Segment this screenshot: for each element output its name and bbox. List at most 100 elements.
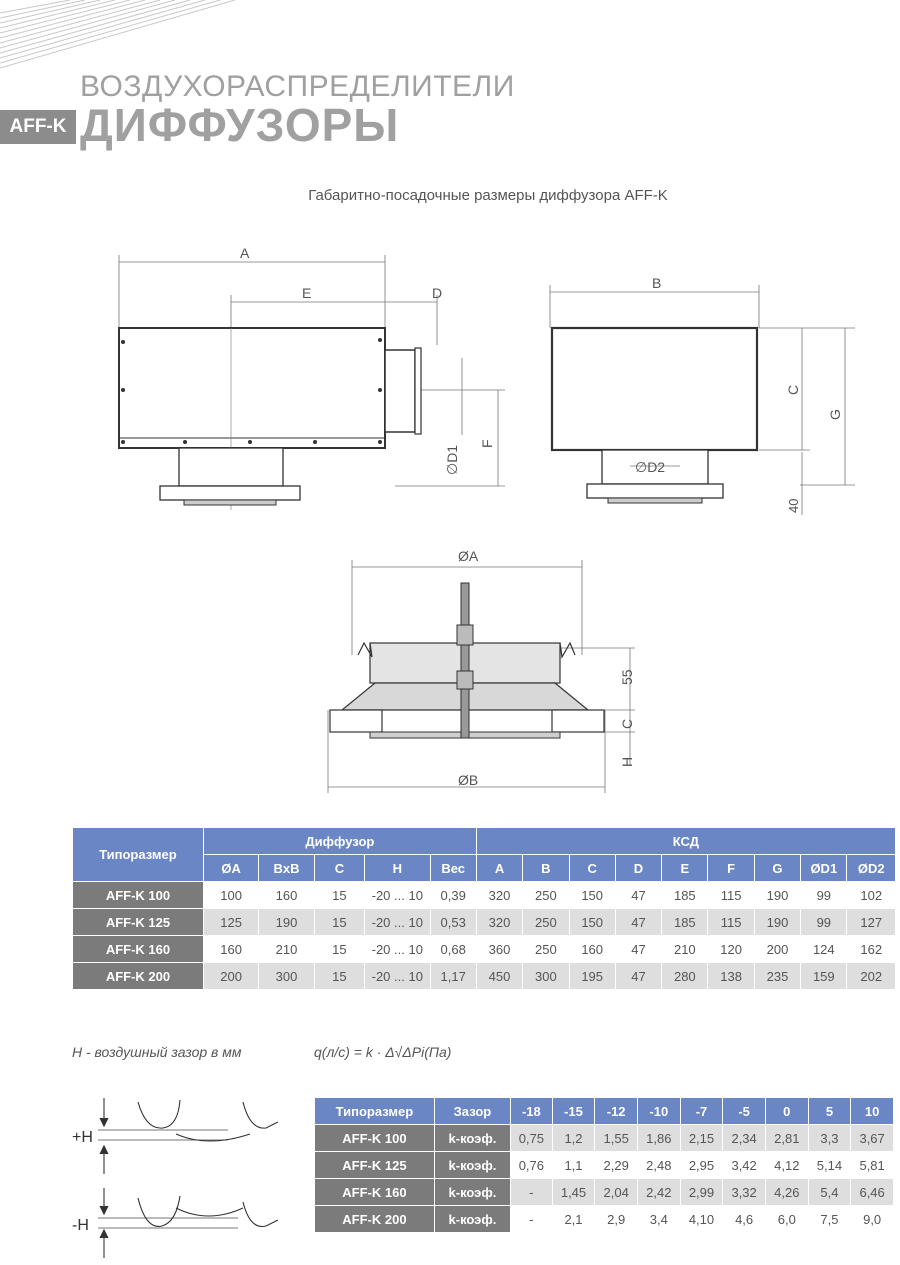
row-label: AFF-K 125: [72, 908, 204, 936]
col-header: -7: [679, 1097, 724, 1125]
dim-label-h: H: [619, 757, 635, 767]
table-cell: 360: [475, 935, 524, 963]
table-cell: 125: [202, 908, 260, 936]
table-cell: 9,0: [850, 1205, 894, 1233]
table-cell: -20 ... 10: [364, 881, 431, 909]
front-view-drawing: B C G ∅D2 40: [549, 275, 855, 515]
row-coef-label: k-коэф.: [433, 1205, 512, 1233]
col-header: F: [707, 854, 755, 882]
table-cell: 4,10: [679, 1205, 724, 1233]
header-gap: Зазор: [433, 1097, 512, 1125]
col-header: -18: [510, 1097, 553, 1125]
table-cell: 0,39: [429, 881, 477, 909]
col-header: ØA: [202, 854, 260, 882]
row-label: AFF-K 200: [314, 1205, 435, 1233]
table-cell: 1,55: [594, 1124, 638, 1152]
table-cell: 300: [258, 962, 315, 990]
table-cell: 159: [800, 962, 848, 990]
document-title: Габаритно-посадочные размеры диффузора A…: [308, 187, 668, 204]
dim-label-d: D: [432, 285, 442, 301]
col-header: 0: [764, 1097, 809, 1125]
subcategory-title: ДИФФУЗОРЫ: [80, 99, 400, 151]
row-label: AFF-K 125: [314, 1151, 435, 1179]
dim-label-f: F: [479, 439, 495, 448]
dim-label-e: E: [302, 285, 311, 301]
table-cell: 2,15: [679, 1124, 724, 1152]
table-cell: 280: [661, 962, 709, 990]
table-cell: 100: [202, 881, 260, 909]
dim-label-oa: ØA: [458, 548, 479, 564]
table-cell: 160: [258, 881, 315, 909]
dim-label-a: A: [240, 245, 250, 261]
col-header: G: [753, 854, 802, 882]
table-cell: 2,99: [679, 1178, 724, 1206]
table-cell: 99: [800, 908, 848, 936]
table-cell: 162: [846, 935, 896, 963]
table-cell: -: [510, 1205, 553, 1233]
row-coef-label: k-коэф.: [433, 1124, 512, 1152]
col-header: E: [661, 854, 709, 882]
diffuser-drawing: ØA ØB 55 C H: [327, 548, 635, 793]
col-header: -10: [636, 1097, 681, 1125]
gap-note: H - воздушный зазор в мм: [72, 1044, 242, 1060]
header-group-ksd: КСД: [475, 827, 897, 855]
table-cell: 235: [753, 962, 802, 990]
table-cell: 190: [258, 908, 315, 936]
table-cell: 185: [661, 881, 709, 909]
table-cell: 3,32: [722, 1178, 766, 1206]
gap-illustration: +H -H: [72, 1098, 279, 1258]
row-label: AFF-K 160: [314, 1178, 435, 1206]
table-cell: 4,12: [764, 1151, 809, 1179]
table-cell: 47: [614, 962, 663, 990]
col-header: 5: [807, 1097, 852, 1125]
row-label: AFF-K 100: [314, 1124, 435, 1152]
dim-label-c: C: [785, 385, 801, 395]
category-title: ВОЗДУХОРАСПРЕДЕЛИТЕЛИ: [80, 70, 515, 103]
table-cell: 150: [568, 881, 616, 909]
col-header: A: [475, 854, 524, 882]
minus-h-label: -H: [72, 1217, 89, 1234]
table-cell: 6,0: [764, 1205, 809, 1233]
dim-label-d2: ∅D2: [635, 459, 665, 475]
table-cell: 250: [522, 881, 570, 909]
dim-label-b: B: [652, 275, 661, 291]
dim-label-c-diffuser: C: [619, 719, 635, 729]
dimensions-table: Типоразмер Диффузор КСД ØA BxB C H Вес A…: [72, 827, 897, 990]
table-cell: 47: [614, 935, 663, 963]
table-cell: 0,68: [429, 935, 477, 963]
header-group-diffuser: Диффузор: [202, 827, 477, 855]
col-header: 10: [850, 1097, 894, 1125]
table-cell: 15: [313, 908, 366, 936]
product-badge: AFF-K: [0, 110, 76, 144]
table-cell: 160: [568, 935, 616, 963]
table-cell: 0,53: [429, 908, 477, 936]
dim-label-g: G: [827, 409, 843, 420]
dim-label-ob: ØB: [458, 772, 478, 788]
table-cell: 2,9: [594, 1205, 638, 1233]
row-label: AFF-K 100: [72, 881, 204, 909]
table-cell: 190: [753, 908, 802, 936]
side-view-drawing: A E D ∅D1 F: [118, 245, 505, 510]
table-cell: 300: [522, 962, 570, 990]
table-cell: 250: [522, 908, 570, 936]
table-cell: 320: [475, 881, 524, 909]
table-cell: 2,42: [636, 1178, 681, 1206]
table-cell: 15: [313, 881, 366, 909]
row-label: AFF-K 160: [72, 935, 204, 963]
table-cell: 1,1: [551, 1151, 596, 1179]
table-cell: 5,4: [807, 1178, 852, 1206]
col-header: -12: [594, 1097, 638, 1125]
table-cell: 4,6: [722, 1205, 766, 1233]
table-cell: 2,1: [551, 1205, 596, 1233]
table-cell: 5,14: [807, 1151, 852, 1179]
col-header: B: [522, 854, 570, 882]
table-cell: 7,5: [807, 1205, 852, 1233]
dim-label-40: 40: [786, 499, 801, 513]
table-cell: 210: [661, 935, 709, 963]
